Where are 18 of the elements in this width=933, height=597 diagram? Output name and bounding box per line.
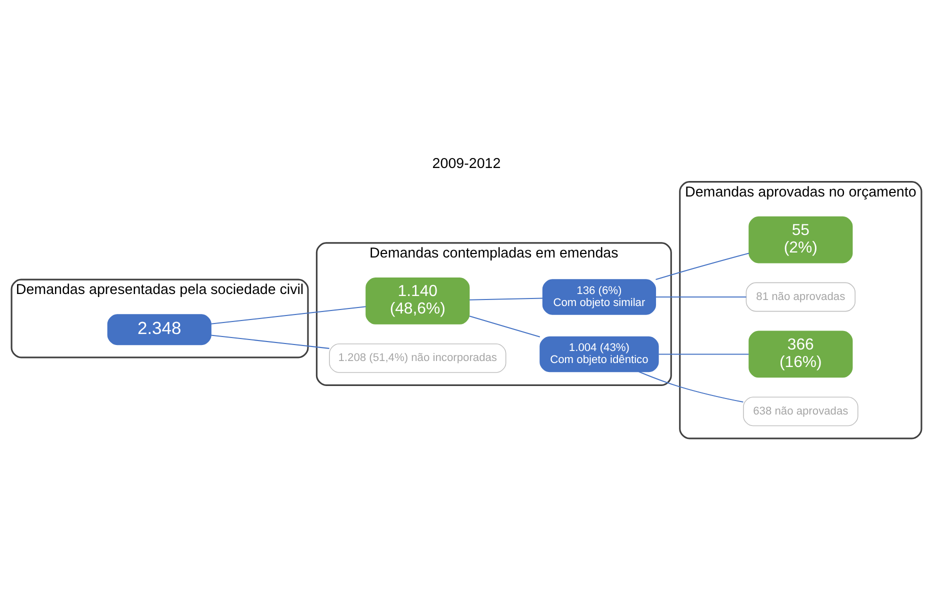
node-box: 55 (2%) [748,216,853,263]
diagram-title: 2009-2012 [432,155,501,172]
node-box: 1.004 (43%) Com objeto idêntico [540,336,659,372]
node-box: 1.208 (51,4%) não incorporadas [329,343,506,372]
connector [211,306,366,324]
node-box: 81 não aprovadas [746,282,856,312]
node-box: 2.348 [107,314,212,345]
node-box: 1.140 (48,6%) [366,277,470,324]
node-box: 136 (6%) Com objeto similar [542,278,656,314]
connector [638,370,744,402]
connector [656,296,746,298]
node-box: 366 (16%) [748,330,853,378]
node-box: 638 não aprovadas [743,396,858,426]
connector [469,315,540,337]
connector [470,297,543,300]
connector [211,334,330,348]
connector [658,353,749,354]
connector [656,252,750,280]
